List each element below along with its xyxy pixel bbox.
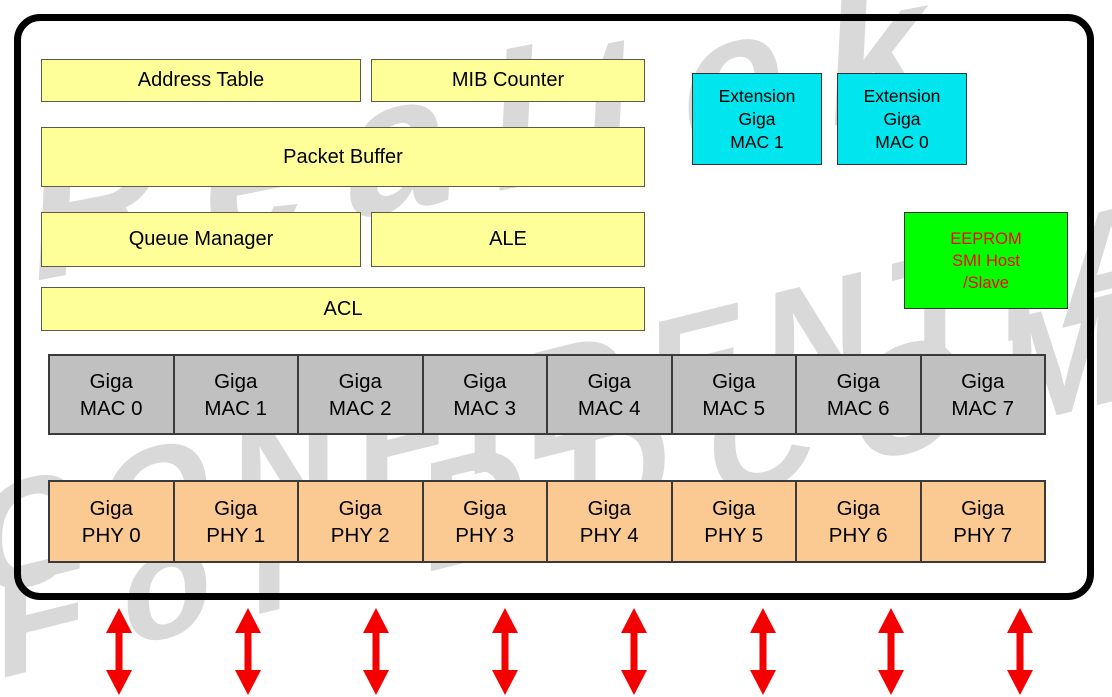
giga-mac-port-cell: Giga MAC 4 bbox=[546, 356, 671, 433]
port-bidirectional-arrow bbox=[1007, 608, 1033, 695]
giga-phy-port-cell: Giga PHY 6 bbox=[795, 482, 920, 561]
port-bidirectional-arrow bbox=[235, 608, 261, 695]
address-table-block: Address Table bbox=[41, 59, 361, 102]
giga-phy-port-cell: Giga PHY 1 bbox=[172, 482, 297, 561]
port-bidirectional-arrow bbox=[492, 608, 518, 695]
port-bidirectional-arrow bbox=[363, 608, 389, 695]
extension-giga-mac-1-block: Extension Giga MAC 1 bbox=[692, 73, 822, 165]
giga-phy-port-cell: Giga PHY 4 bbox=[546, 482, 671, 561]
extension-giga-mac-0-block: Extension Giga MAC 0 bbox=[837, 73, 967, 165]
mib-counter-block: MIB Counter bbox=[371, 59, 645, 102]
arrow-shaft bbox=[372, 629, 380, 674]
queue-manager-block: Queue Manager bbox=[41, 212, 361, 267]
giga-mac-port-cell: Giga MAC 0 bbox=[50, 356, 173, 433]
giga-phy-port-cell: Giga PHY 3 bbox=[421, 482, 546, 561]
arrow-shaft bbox=[1016, 629, 1024, 674]
arrow-shaft bbox=[244, 629, 252, 674]
port-bidirectional-arrow bbox=[750, 608, 776, 695]
giga-mac-port-cell: Giga MAC 6 bbox=[795, 356, 920, 433]
arrow-shaft bbox=[887, 629, 895, 674]
port-bidirectional-arrow bbox=[621, 608, 647, 695]
chip-outline-box bbox=[14, 14, 1094, 600]
arrow-shaft bbox=[501, 629, 509, 674]
giga-mac-port-cell: Giga MAC 1 bbox=[172, 356, 297, 433]
giga-phy-port-cell: Giga PHY 5 bbox=[670, 482, 795, 561]
arrow-shaft bbox=[759, 629, 766, 674]
giga-mac-port-cell: Giga MAC 3 bbox=[421, 356, 546, 433]
arrow-shaft bbox=[115, 629, 123, 674]
eeprom-smi-block: EEPROM SMI Host /Slave bbox=[904, 212, 1068, 309]
giga-phy-port-cell: Giga PHY 2 bbox=[297, 482, 422, 561]
giga-mac-port-cell: Giga MAC 7 bbox=[919, 356, 1044, 433]
giga-phy-port-cell: Giga PHY 7 bbox=[919, 482, 1044, 561]
packet-buffer-block: Packet Buffer bbox=[41, 127, 645, 187]
arrow-shaft bbox=[630, 629, 638, 674]
ale-block: ALE bbox=[371, 212, 645, 267]
giga-mac-port-cell: Giga MAC 2 bbox=[297, 356, 422, 433]
port-bidirectional-arrow bbox=[106, 608, 132, 695]
giga-mac-port-cell: Giga MAC 5 bbox=[670, 356, 795, 433]
acl-block: ACL bbox=[41, 287, 645, 331]
giga-phy-port-cell: Giga PHY 0 bbox=[50, 482, 173, 561]
port-bidirectional-arrow bbox=[878, 608, 904, 695]
